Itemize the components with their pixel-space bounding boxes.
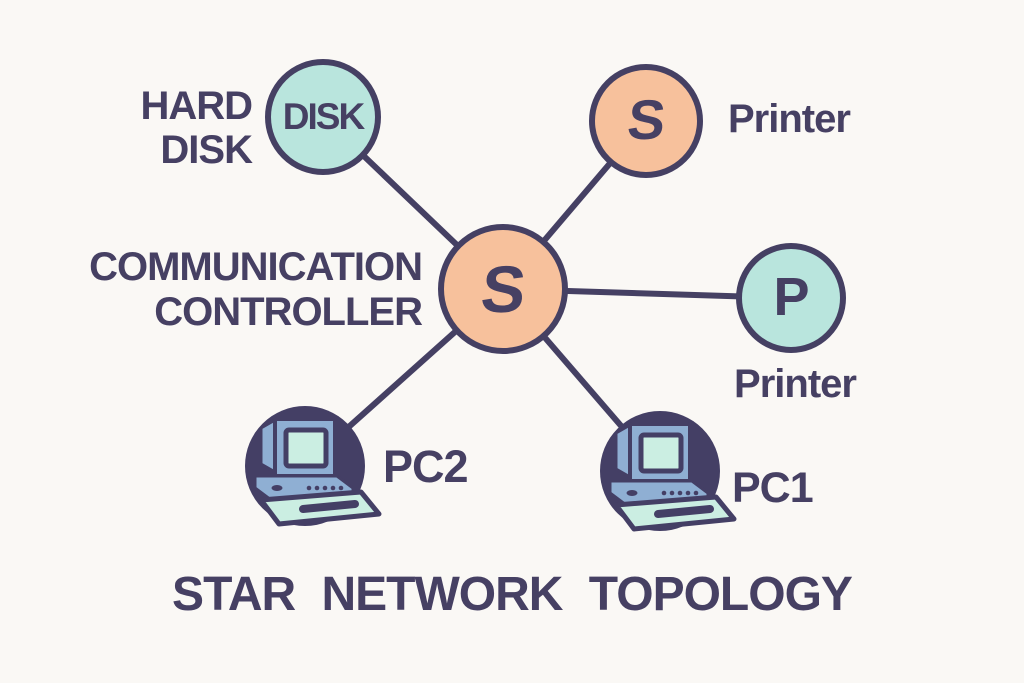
printer-top-circle-letter: S	[624, 88, 668, 151]
pc1-computer-icon	[600, 411, 734, 531]
printer-top-node-circle	[589, 64, 703, 178]
hard-disk-label-line1: HARD	[140, 84, 253, 128]
diagram-title: STAR NETWORK TOPOLOGY	[172, 568, 853, 621]
pc1-label: PC1	[732, 464, 814, 512]
pc2-computer-icon	[245, 406, 379, 526]
printer-right-node-circle	[736, 243, 846, 353]
communication-controller-label-line2: CONTROLLER	[154, 290, 423, 334]
printer-right-label: Printer	[734, 362, 857, 406]
printer-top-label: Printer	[728, 97, 851, 141]
pc2-label: PC2	[383, 441, 469, 492]
hard-disk-circle-text: DISK	[282, 96, 365, 137]
hard-disk-label: HARD DISK	[80, 84, 253, 172]
printer-right-circle-letter: P	[773, 267, 809, 327]
communication-controller-label-line1: COMMUNICATION	[89, 245, 423, 289]
hub-node-circle	[438, 224, 568, 354]
communication-controller-label: COMMUNICATION CONTROLLER	[40, 245, 423, 335]
hub-circle-letter: S	[477, 252, 529, 326]
hard-disk-label-line2: DISK	[160, 128, 253, 172]
hard-disk-node-circle	[265, 59, 381, 175]
